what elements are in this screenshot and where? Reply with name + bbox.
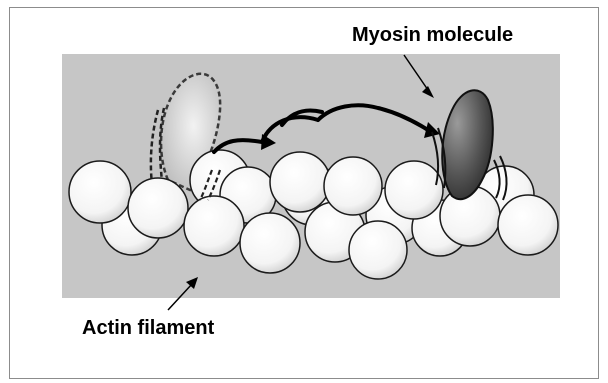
- actin-filament-label: Actin filament: [82, 317, 214, 340]
- myosin-molecule-label: Myosin molecule: [352, 24, 513, 47]
